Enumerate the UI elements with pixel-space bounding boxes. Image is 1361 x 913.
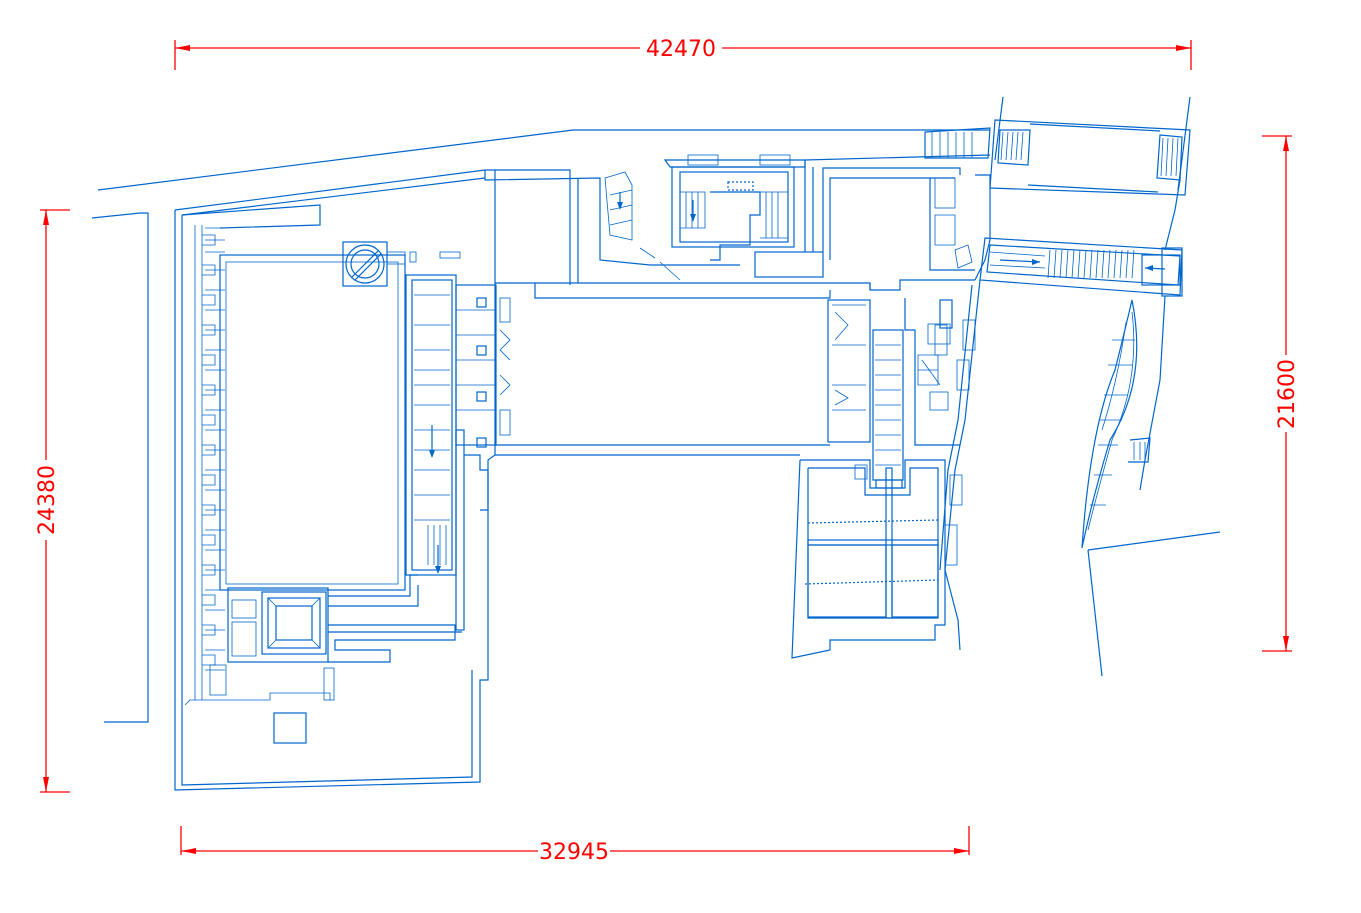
plan-north-stair-hall [484,154,991,285]
plan-central-courtyard [495,282,871,456]
dimension-bottom: 32945 [180,826,970,865]
plan-southeast-block [791,459,946,659]
plan-west-wing [174,169,496,791]
dimension-left-label: 24380 [35,465,60,535]
plan-north-bridge [924,119,1191,196]
plan-east-terrain [1087,179,1221,677]
plan-east-bridge [979,237,1183,297]
plan-outer-roofline [91,96,1191,723]
dimension-top: 42470 [174,37,1192,70]
dimension-top-label: 42470 [646,37,716,62]
dimension-right-label: 21600 [1275,359,1300,429]
dimension-left: 24380 [35,209,70,793]
plan-boat-pavilion [1081,299,1151,549]
plan-east-wing [827,174,991,651]
plan-west-stair-block [405,274,511,631]
dimension-right: 21600 [1262,135,1300,652]
dimension-bottom-label: 32945 [539,840,609,865]
